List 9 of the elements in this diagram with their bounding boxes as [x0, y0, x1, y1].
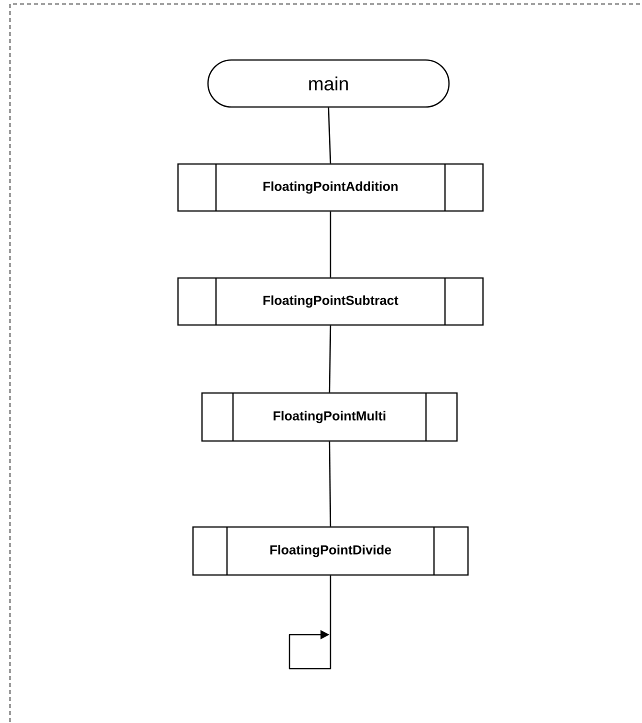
subroutine-box: FloatingPointDivide: [192, 526, 469, 576]
connector-line: [330, 212, 332, 278]
connector-line: [328, 326, 332, 392]
connector-line: [328, 108, 332, 164]
subroutine-box: FloatingPointAddition: [177, 163, 484, 212]
subroutine-box: FloatingPointMulti: [201, 392, 458, 442]
subroutine-box: FloatingPointSubtract: [177, 277, 484, 326]
loop-arrow: [288, 576, 332, 670]
connector-line: [328, 442, 332, 526]
